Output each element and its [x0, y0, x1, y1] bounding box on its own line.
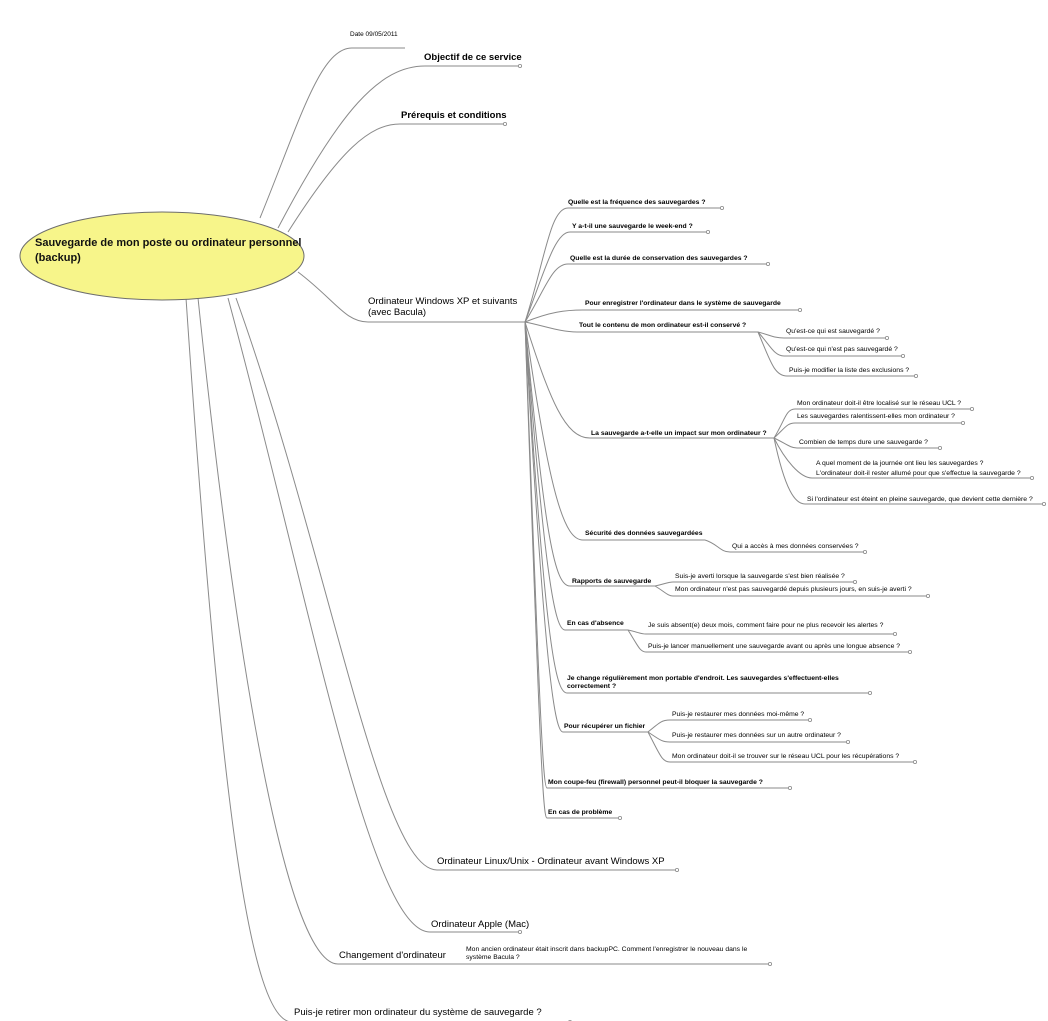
root-node-title[interactable]: Sauvegarde de mon poste ou ordinateur pe…: [35, 237, 302, 264]
node-averti[interactable]: Suis-je averti lorsque la sauvegarde s'e…: [675, 573, 845, 580]
root-node-shape: [19, 211, 305, 301]
node-weekend[interactable]: Y a-t-il une sauvegarde le week-end ?: [572, 223, 693, 230]
node-absent[interactable]: Je suis absent(e) deux mois, comment fai…: [648, 622, 884, 629]
node-acces[interactable]: Qui a accès à mes données conservées ?: [732, 543, 859, 550]
node-portable[interactable]: Je change régulièrement mon portable d'e…: [567, 675, 839, 690]
node-reseau-ucl[interactable]: Mon ordinateur doit-il être localisé sur…: [797, 400, 962, 407]
node-frequence[interactable]: Quelle est la fréquence des sauvegardes …: [568, 199, 706, 206]
node-reseau-recup[interactable]: Mon ordinateur doit-il se trouver sur le…: [672, 753, 900, 760]
node-retirer[interactable]: Puis-je retirer mon ordinateur du systèm…: [294, 1007, 542, 1018]
date-label: Date 09/05/2011: [350, 31, 398, 38]
node-duree[interactable]: Quelle est la durée de conservation des …: [570, 255, 748, 262]
node-autre-ordinateur[interactable]: Puis-je restaurer mes données sur un aut…: [672, 732, 841, 739]
node-changement[interactable]: Changement d'ordinateur: [339, 950, 446, 961]
node-absence[interactable]: En cas d'absence: [567, 620, 624, 627]
node-allume[interactable]: L'ordinateur doit-il rester allumé pour …: [816, 470, 1021, 477]
node-prerequis[interactable]: Prérequis et conditions: [401, 110, 507, 121]
node-moment[interactable]: A quel moment de la journée ont lieu les…: [816, 460, 984, 467]
node-manuel[interactable]: Puis-je lancer manuellement une sauvegar…: [648, 643, 901, 650]
node-exclusions[interactable]: Puis-je modifier la liste des exclusions…: [789, 367, 910, 374]
node-qui-sauvegarde[interactable]: Qu'est-ce qui est sauvegardé ?: [786, 328, 880, 335]
node-linux[interactable]: Ordinateur Linux/Unix - Ordinateur avant…: [437, 856, 665, 867]
node-contenu[interactable]: Tout le contenu de mon ordinateur est-il…: [579, 322, 747, 329]
node-ralentissent[interactable]: Les sauvegardes ralentissent-elles mon o…: [797, 413, 955, 420]
node-temps[interactable]: Combien de temps dure une sauvegarde ?: [799, 439, 928, 446]
node-apple[interactable]: Ordinateur Apple (Mac): [431, 919, 530, 930]
node-recuperer[interactable]: Pour récupérer un fichier: [564, 723, 646, 730]
node-impact[interactable]: La sauvegarde a-t-elle un impact sur mon…: [591, 430, 767, 437]
node-windows[interactable]: Ordinateur Windows XP et suivants (avec …: [368, 296, 518, 318]
node-enregistrer[interactable]: Pour enregistrer l'ordinateur dans le sy…: [585, 300, 781, 307]
node-probleme[interactable]: En cas de problème: [548, 809, 613, 816]
node-securite[interactable]: Sécurité des données sauvegardées: [585, 530, 703, 537]
node-pas-sauve[interactable]: Mon ordinateur n'est pas sauvegardé depu…: [675, 586, 912, 593]
node-pas-sauvegarde[interactable]: Qu'est-ce qui n'est pas sauvegardé ?: [786, 346, 898, 353]
node-rapports[interactable]: Rapports de sauvegarde: [572, 578, 652, 585]
node-moi-meme[interactable]: Puis-je restaurer mes données moi-même ?: [672, 711, 805, 718]
node-backuppc[interactable]: Mon ancien ordinateur était inscrit dans…: [466, 946, 748, 961]
node-eteint[interactable]: Si l'ordinateur est éteint en pleine sau…: [807, 496, 1033, 503]
node-objectif[interactable]: Objectif de ce service: [424, 52, 522, 63]
node-firewall[interactable]: Mon coupe-feu (firewall) personnel peut-…: [548, 779, 763, 786]
